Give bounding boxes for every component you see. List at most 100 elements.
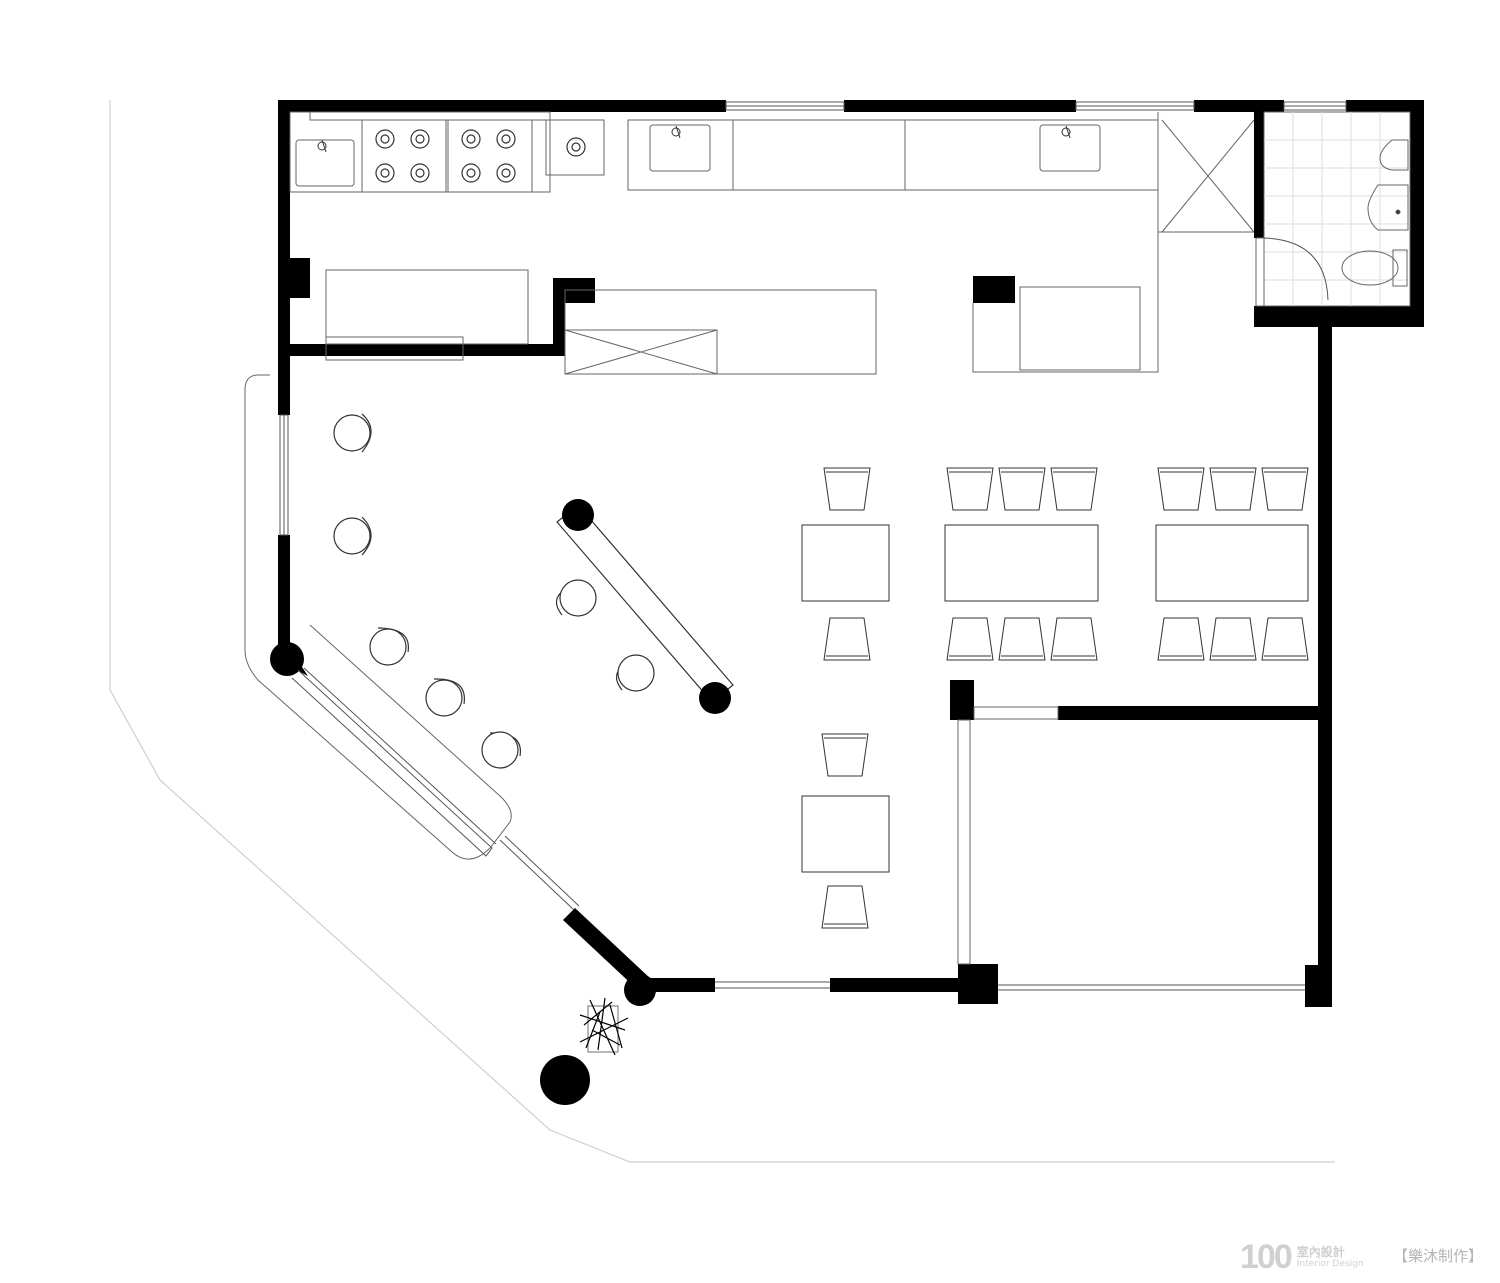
room-glass-top [973,706,1059,720]
wall-wc-right [1410,100,1424,327]
column [624,974,656,1006]
stove-right [447,119,533,193]
table-2-seat [801,524,890,602]
table-leg [562,499,594,531]
burner-icon [496,129,516,149]
burner-icon [566,137,586,157]
table-2-seat [801,795,890,873]
windows [279,101,1347,991]
chair [1209,617,1257,661]
burner-icon [410,129,430,149]
wall-room-pier-top [950,680,974,720]
burner-icon [410,163,430,183]
island-display [564,329,718,375]
private-room [957,706,1059,965]
sink-center [649,124,711,172]
stove-left [361,119,447,193]
walls [278,100,1424,1007]
chair [1261,467,1309,511]
wall-top-4 [1346,100,1424,112]
chair [821,733,869,777]
chair [998,467,1046,511]
faucet-icon [671,127,681,137]
shelf-strip [309,111,551,121]
wall-wc-bottom [1254,306,1424,327]
burner-icon [375,129,395,149]
chair [823,467,871,511]
wall-bottom-2 [830,978,960,992]
small-sink-cabinet [545,119,605,176]
faucets [317,125,1071,153]
window-seat-frame [291,669,493,857]
wall-bottom-1 [645,978,715,992]
bar-stools [333,413,522,769]
site-boundary [109,100,1335,1163]
table-6-seat [944,524,1099,602]
chair [1209,467,1257,511]
stool [615,654,655,692]
outdoor-column [540,1055,590,1105]
kitchen [289,111,1255,375]
wall-counter-pier [973,276,1015,303]
burner-icon [375,163,395,183]
chair [821,885,869,929]
toilet [1341,250,1399,286]
wall-room-pier-bottom [958,964,998,1004]
dining-area [801,524,1309,873]
stool [333,516,372,556]
burner-icon [461,163,481,183]
brand-watermark: 100 室內設計 Interior Design [1240,1237,1364,1276]
burner-icon [461,129,481,149]
wall-right-foot [1305,965,1332,1007]
chair [1261,617,1309,661]
column [270,642,304,676]
chair [998,617,1046,661]
wall-wc-left [1254,112,1264,238]
stool [481,731,522,769]
sink-right [1039,124,1101,172]
stool [369,627,410,666]
cashier-counter [972,112,1159,373]
urinal [1379,139,1409,171]
cashier-desk [1019,286,1141,371]
stool [425,678,466,717]
stool [333,413,372,453]
chair [1157,467,1205,511]
chair [946,467,994,511]
credit-label: 【樂沐制作】 [1393,1247,1484,1265]
chair [1050,617,1098,661]
wall-top-3 [1194,100,1284,112]
pass-shelf [325,336,464,361]
wall-top-2 [844,100,1076,112]
glass-diagonal [499,839,575,911]
island-counter [564,289,877,375]
watermark-chinese: 室內設計 [1296,1244,1345,1259]
fridge [325,269,529,345]
sink-left [295,139,355,187]
wall-kitchen-divider [290,344,565,356]
window-bench [244,374,512,860]
chair [946,617,994,661]
wall-room-top [1058,706,1318,720]
restroom-floor-tiles [1263,111,1411,307]
table-6-seat [1155,524,1309,602]
wall-top-1 [278,100,726,112]
watermark-number: 100 [1240,1237,1293,1276]
stool [555,579,597,617]
long-counter [627,119,1159,191]
wash-basin [1367,184,1409,231]
burner-icon [496,163,516,183]
chair [823,617,871,661]
wall-left-mid [278,535,290,657]
burners [375,129,586,183]
table-leg [699,682,731,714]
chair [1157,617,1205,661]
wall-right [1318,325,1332,1007]
chair [1050,467,1098,511]
room-glass-left [957,719,971,965]
diagonal-bar-table [555,499,734,714]
restroom [1255,111,1411,307]
faucet-icon [317,141,327,151]
wall-diagonal-bottom [563,908,652,992]
